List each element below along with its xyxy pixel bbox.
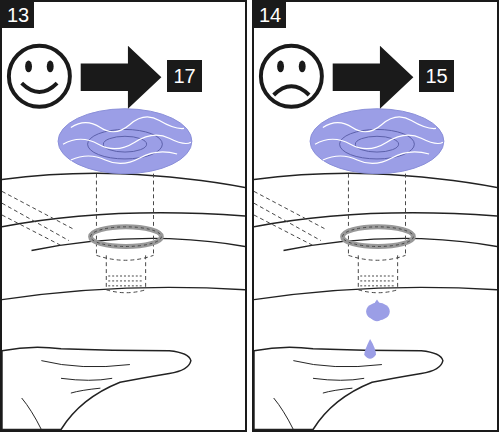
step-number: 13 [2, 2, 34, 28]
step-number: 14 [254, 2, 286, 28]
panel-leak [254, 46, 497, 430]
panel-ok [2, 46, 245, 430]
callout-number: 15 [419, 60, 454, 92]
callout-number: 17 [167, 60, 202, 92]
